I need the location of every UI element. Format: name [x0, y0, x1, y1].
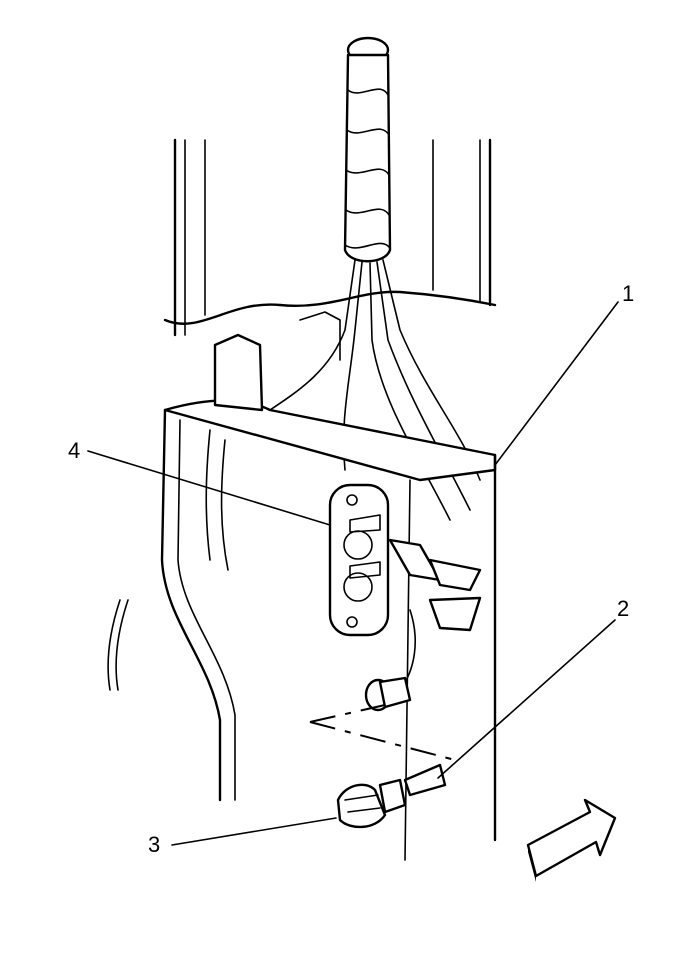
leader-line-2: [437, 619, 616, 779]
leader-line-4: [87, 450, 331, 526]
switch-bracket-icon: [107, 311, 497, 861]
callout-label-3: 3: [148, 832, 160, 857]
leader-line-1: [494, 301, 619, 466]
bulb-socket-icon: [309, 676, 456, 829]
leader-line-3: [171, 817, 337, 846]
callout-label-4: 4: [68, 438, 80, 463]
direction-arrow-icon: [526, 798, 617, 882]
pillar-column: [163, 138, 497, 337]
callout-label-1: 1: [622, 281, 634, 306]
callout-label-2: 2: [617, 596, 629, 621]
switch-connector-icon: [328, 483, 482, 691]
